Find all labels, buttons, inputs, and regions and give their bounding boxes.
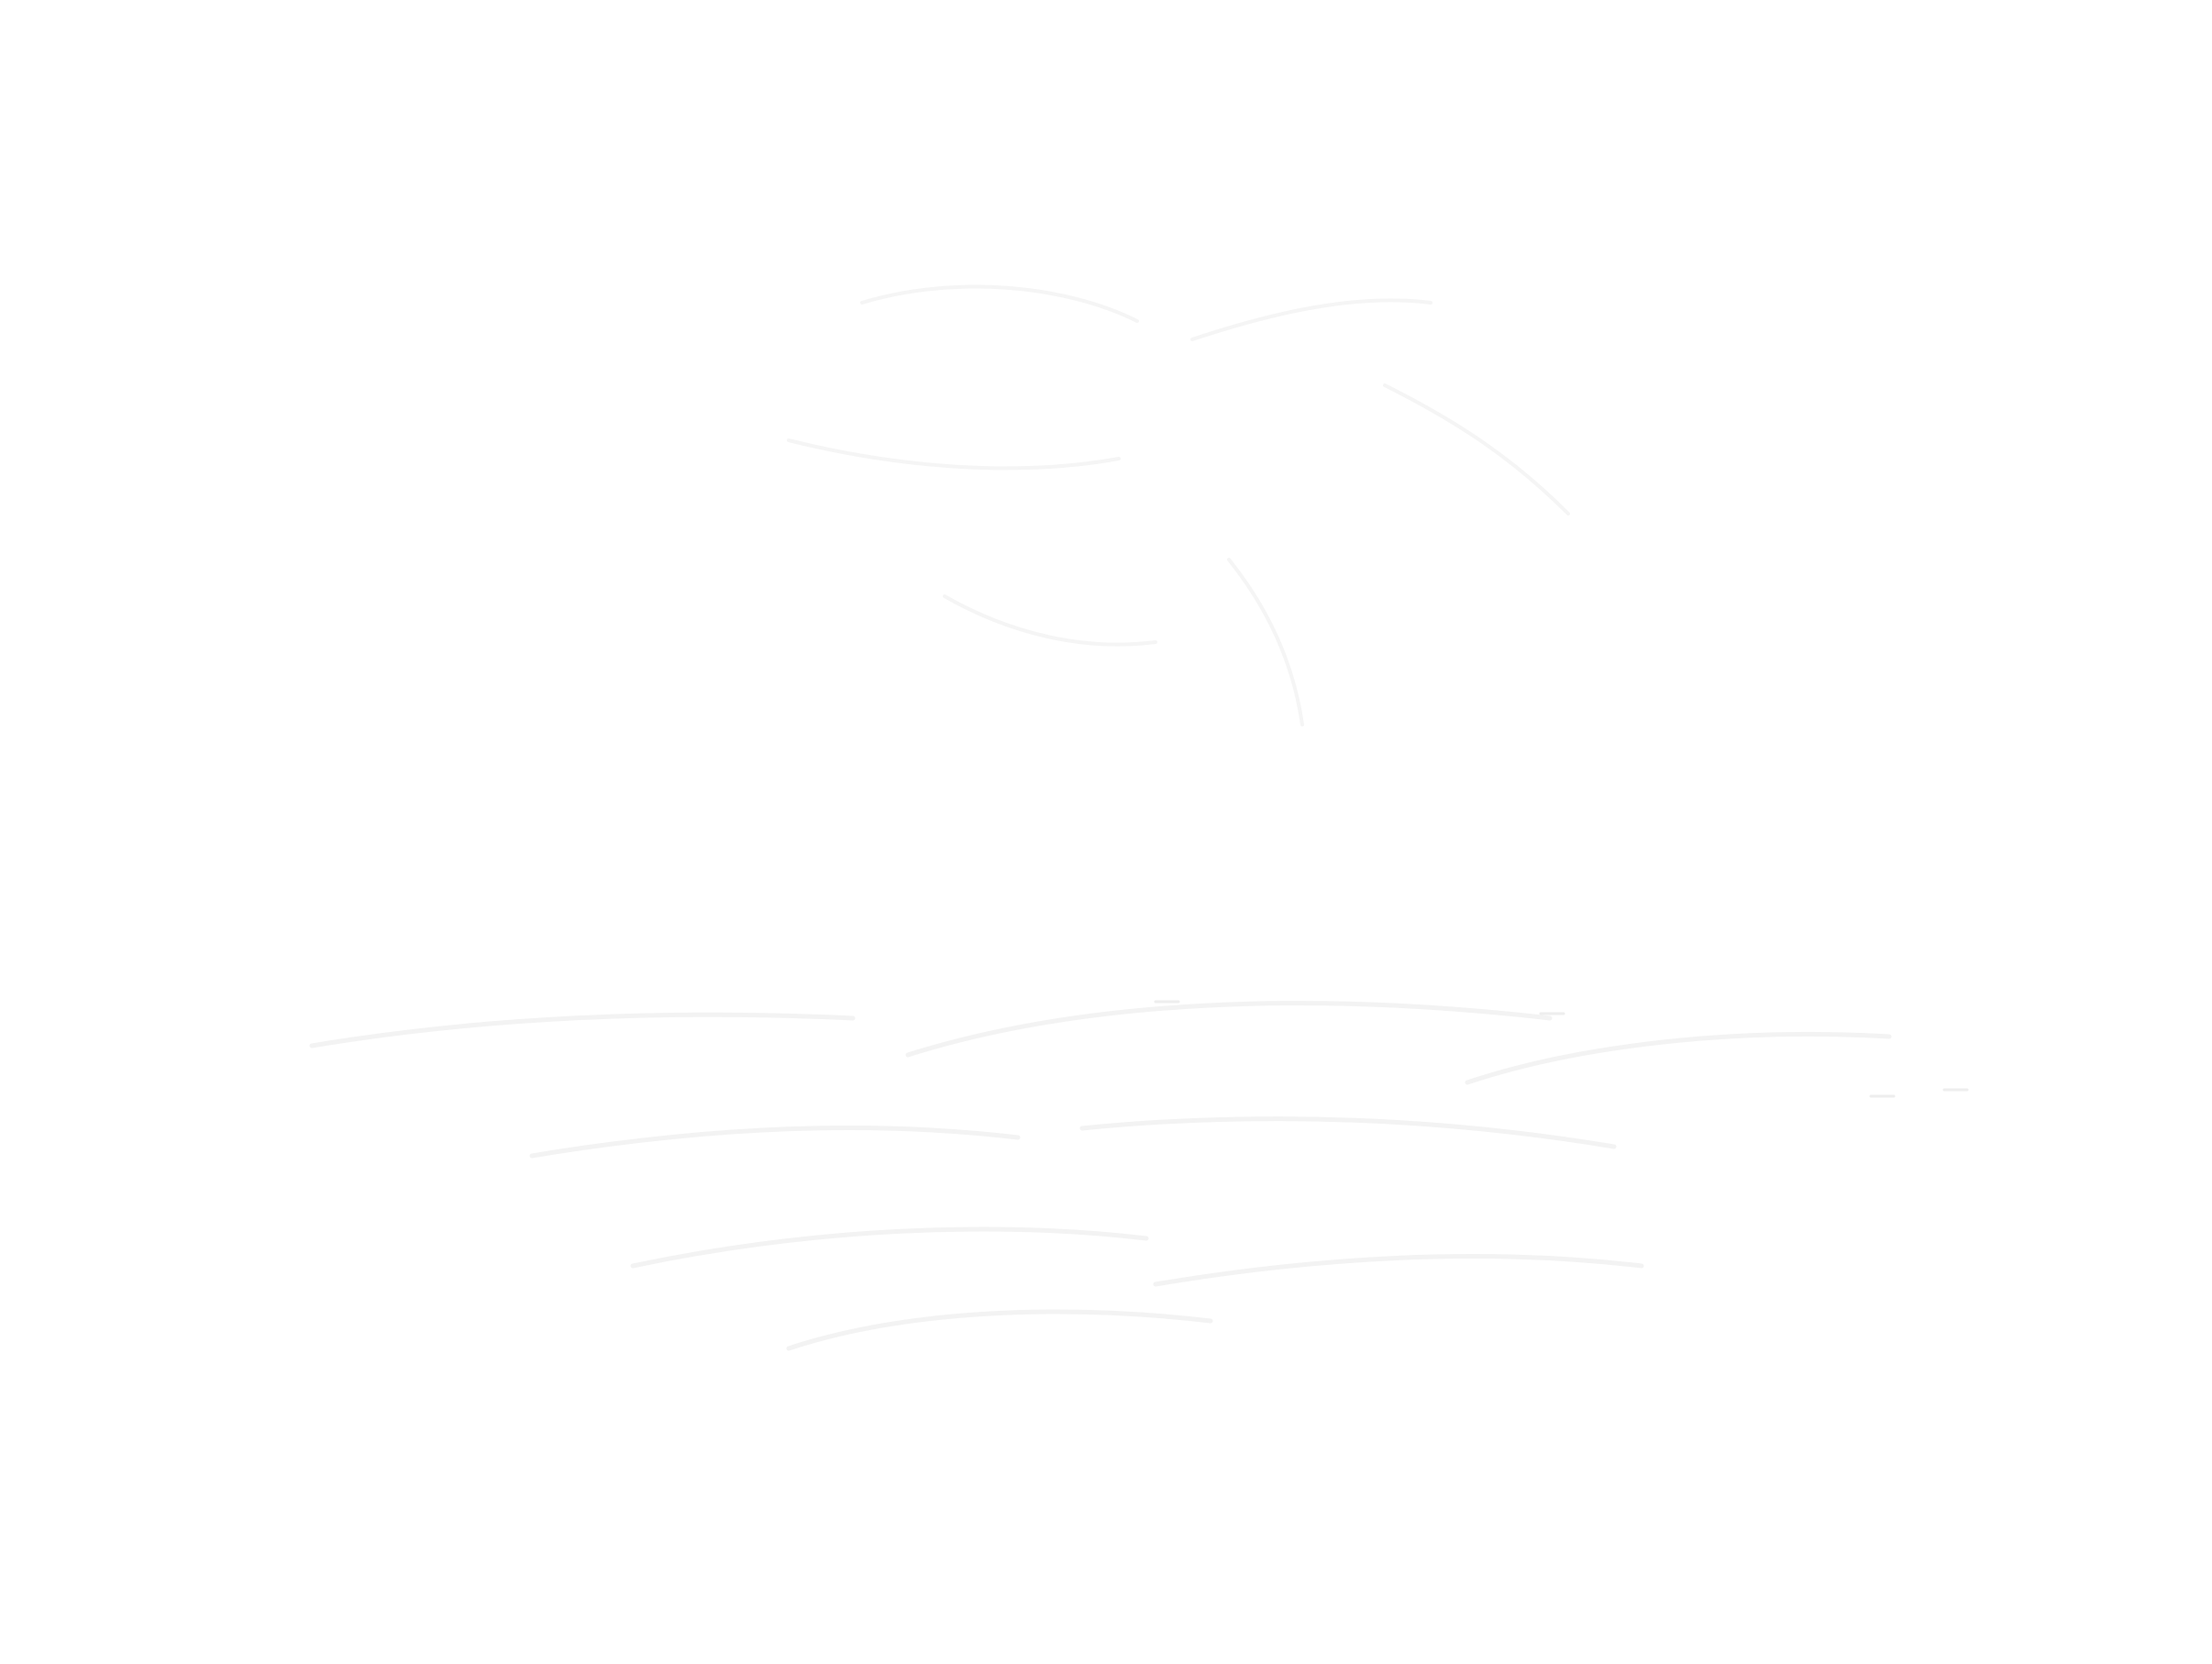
faint-stroke — [1227, 558, 1304, 727]
faint-stroke — [630, 1226, 1149, 1269]
faint-stroke — [905, 1001, 1553, 1058]
small-faint-marks — [1154, 1000, 1969, 1098]
faint-stroke — [1153, 1254, 1644, 1287]
faint-stroke — [786, 1309, 1213, 1351]
faint-stroke — [1383, 383, 1570, 516]
faint-stroke — [787, 438, 1121, 471]
faint-stroke — [1465, 1031, 1892, 1085]
faint-stroke — [860, 284, 1139, 323]
faint-stroke — [529, 1126, 1021, 1159]
faint-stroke — [1079, 1116, 1617, 1149]
faint-stroke — [943, 594, 1157, 647]
faint-stroke — [1190, 298, 1432, 341]
faint-stroke — [309, 1012, 856, 1048]
upper-faint-strokes — [787, 284, 1570, 727]
lower-faint-strokes — [309, 1001, 1892, 1351]
